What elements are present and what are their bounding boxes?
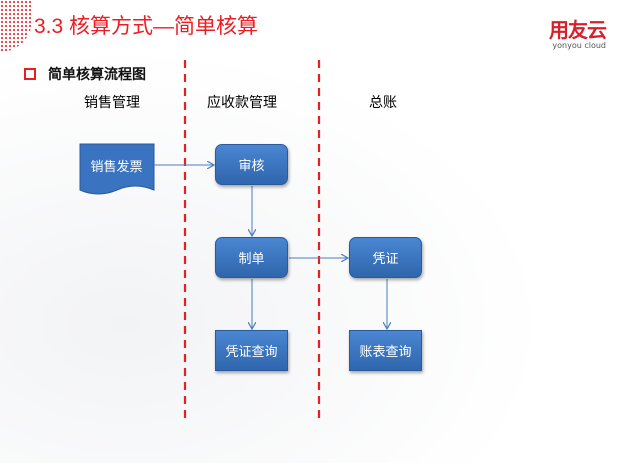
column-header-ledger: 总账 (369, 95, 397, 111)
node-audit: 审核 (215, 144, 288, 185)
logo-sub: yonyou cloud (552, 41, 606, 50)
slide-title: 3.3 核算方式—简单核算 (34, 15, 259, 38)
node-voucher-query: 凭证查询 (215, 330, 288, 371)
subtitle-text: 简单核算流程图 (48, 67, 146, 83)
node-make-voucher: 制单 (215, 237, 288, 278)
node-report-query: 账表查询 (349, 330, 422, 371)
logo-main: 用友云 (549, 18, 607, 42)
invoice-document-shape (79, 143, 155, 195)
column-header-receivables: 应收款管理 (207, 95, 277, 111)
subtitle: 简单核算流程图 (24, 64, 146, 84)
node-voucher: 凭证 (349, 237, 422, 278)
column-header-sales: 销售管理 (84, 95, 140, 111)
node-sales-invoice: 销售发票 (90, 159, 143, 175)
square-bullet-icon (24, 68, 36, 80)
